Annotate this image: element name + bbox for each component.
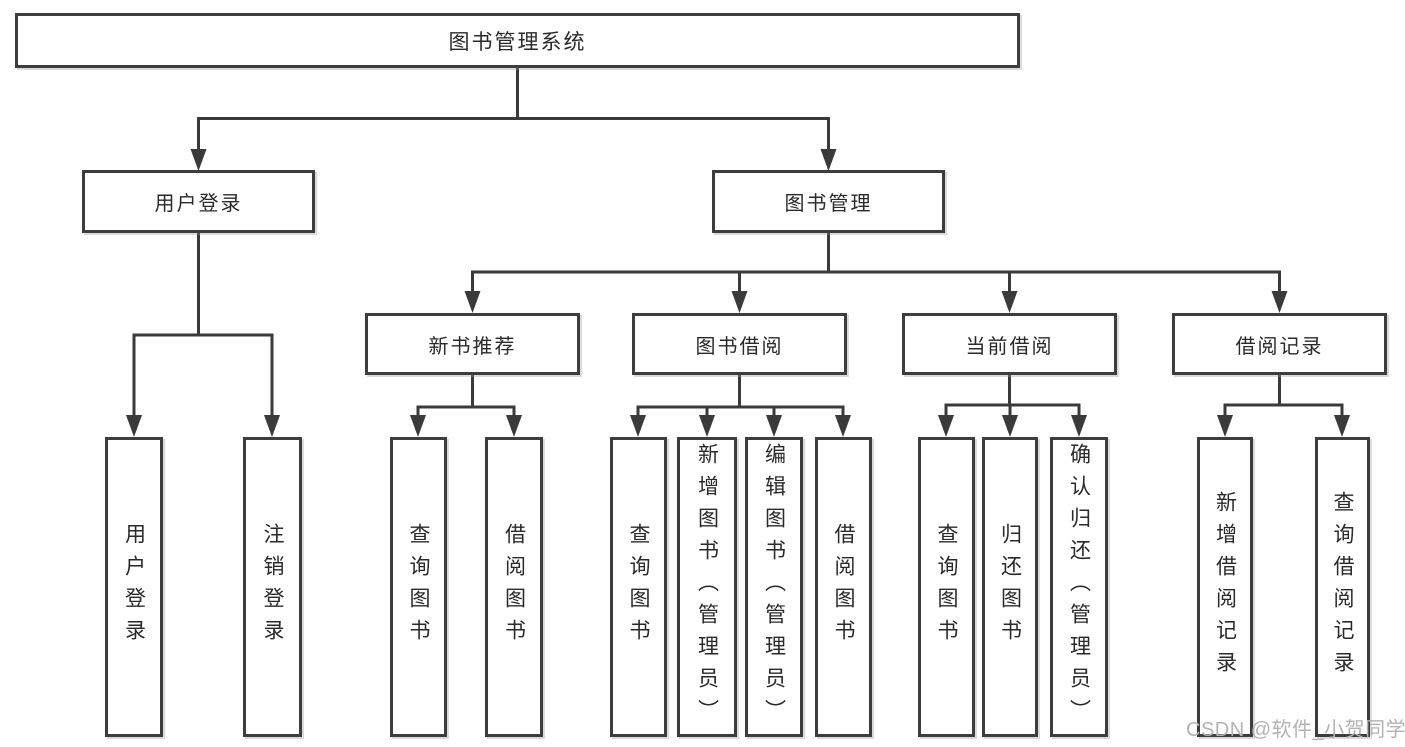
- leaf-label: 查询借阅记录: [1331, 491, 1354, 683]
- node-borrow-records: 借阅记录: [1172, 313, 1387, 375]
- leaf-label: 查询图书: [407, 523, 430, 651]
- leaf-query-borrow-record: 查询借阅记录: [1315, 437, 1370, 737]
- node-book-management: 图书管理: [712, 170, 945, 233]
- node-current-borrow: 当前借阅: [902, 313, 1117, 375]
- leaf-logout-login: 注销登录: [243, 437, 302, 737]
- leaf-label: 编辑图书（管理员）: [762, 443, 786, 731]
- leaf-label: 归还图书: [998, 523, 1022, 651]
- arrowhead: [1001, 291, 1018, 313]
- arrowhead: [1071, 415, 1087, 437]
- leaf-query-books-current: 查询图书: [918, 437, 975, 737]
- leaf-label: 注销登录: [261, 523, 284, 651]
- leaf-label: 新增图书（管理员）: [695, 443, 719, 731]
- leaf-label: 新增借阅记录: [1213, 491, 1237, 683]
- arrowhead: [506, 415, 522, 437]
- arrowhead: [190, 149, 207, 171]
- node-current-borrow-label: 当前借阅: [965, 335, 1054, 358]
- connector-root-to-level2: [190, 68, 837, 171]
- arrowhead: [938, 415, 954, 437]
- leaf-borrow-books: 借阅图书: [815, 437, 872, 737]
- connector-new-book-recommend-to-leaves: [410, 375, 522, 437]
- arrowhead: [731, 291, 748, 313]
- node-root: 图书管理系统: [15, 13, 1020, 68]
- arrowhead: [1217, 415, 1233, 437]
- arrowhead: [699, 415, 715, 437]
- leaf-borrow-books-recommend: 借阅图书: [485, 437, 543, 737]
- leaf-label: 用户登录: [122, 523, 146, 651]
- leaf-return-books: 归还图书: [982, 437, 1038, 737]
- node-borrow-records-label: 借阅记录: [1235, 335, 1324, 358]
- arrowhead: [410, 415, 426, 437]
- leaf-label: 查询图书: [935, 523, 958, 651]
- arrowhead: [126, 415, 142, 437]
- arrowhead: [1334, 415, 1350, 437]
- leaf-query-books-recommend: 查询图书: [390, 437, 447, 737]
- watermark: CSDN @软件_小贺同学: [1186, 719, 1405, 741]
- node-root-label: 图书管理系统: [448, 30, 587, 54]
- leaf-label: 确认归还（管理员）: [1067, 443, 1091, 731]
- leaf-label: 借阅图书: [832, 523, 855, 651]
- leaf-label: 借阅图书: [502, 523, 526, 651]
- arrowhead: [264, 415, 280, 437]
- node-user-login-label: 用户登录: [154, 193, 243, 215]
- node-book-management-label: 图书管理: [784, 193, 873, 215]
- node-book-borrow-label: 图书借阅: [695, 335, 784, 358]
- connector-borrow-records-to-leaves: [1217, 375, 1350, 437]
- arrowhead: [464, 291, 481, 313]
- connector-book-borrow-to-leaves: [630, 375, 851, 437]
- leaf-query-books-borrow: 查询图书: [610, 437, 667, 737]
- connector-user-login-to-leaves: [126, 233, 280, 437]
- node-new-book-recommend: 新书推荐: [365, 313, 580, 375]
- leaf-add-books-admin: 新增图书（管理员）: [677, 437, 737, 737]
- leaf-label: 查询图书: [627, 523, 650, 651]
- node-user-login: 用户登录: [82, 170, 315, 233]
- arrowhead: [1271, 291, 1288, 313]
- leaf-confirm-return-admin: 确认归还（管理员）: [1050, 437, 1108, 737]
- arrowhead: [820, 149, 837, 171]
- arrowhead: [630, 415, 646, 437]
- arrowhead: [1002, 415, 1018, 437]
- connector-book-management-to-level3: [464, 233, 1288, 313]
- connector-current-borrow-to-leaves: [938, 375, 1087, 437]
- arrowhead: [835, 415, 851, 437]
- leaf-add-borrow-record: 新增借阅记录: [1197, 437, 1253, 737]
- arrowhead: [766, 415, 782, 437]
- leaf-user-login: 用户登录: [105, 437, 163, 737]
- node-book-borrow: 图书借阅: [632, 313, 847, 375]
- leaf-edit-books-admin: 编辑图书（管理员）: [745, 437, 803, 737]
- node-new-book-recommend-label: 新书推荐: [428, 335, 517, 358]
